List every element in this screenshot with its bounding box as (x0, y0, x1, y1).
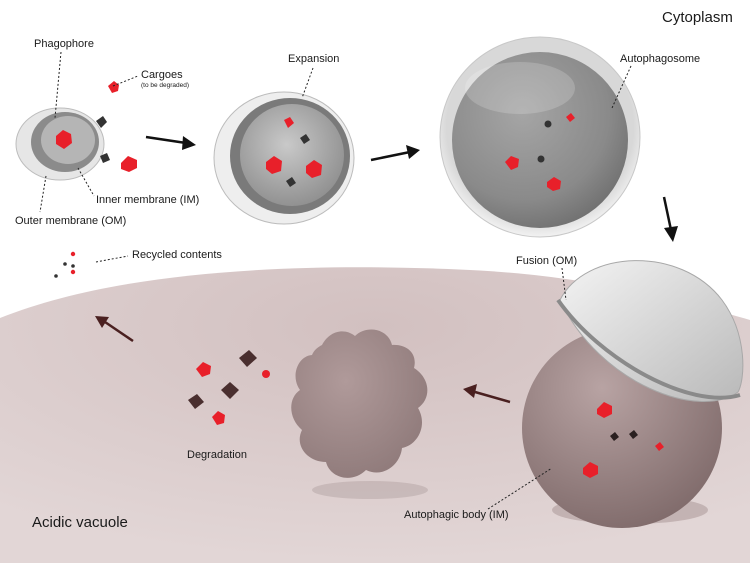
label-expansion: Expansion (288, 53, 340, 65)
degrading-body-shape (291, 329, 428, 499)
fusion-cap-shape (556, 260, 744, 402)
fragment-dark-1 (239, 350, 257, 367)
label-recycled: Recycled contents (132, 249, 222, 261)
arrow-to-fusion (662, 196, 678, 242)
arrow-to-recycling (95, 316, 134, 343)
leader-lines (39, 51, 632, 510)
region-label-cytoplasm: Cytoplasm (662, 9, 733, 26)
cargo-dark-1 (96, 116, 107, 128)
label-fusion: Fusion (OM) (516, 255, 578, 267)
arrow-to-degradation (463, 384, 511, 404)
cargo-red-2 (121, 156, 137, 172)
recycled-dark-1 (63, 262, 67, 266)
label-cargoes-note: (to be degraded) (141, 82, 190, 89)
region-label-vacuole: Acidic vacuole (32, 514, 128, 531)
autophagosome-shape (439, 36, 641, 238)
cargo-red-1 (108, 81, 119, 93)
label-outer-membrane: Outer membrane (OM) (15, 215, 127, 227)
label-degradation: Degradation (187, 449, 247, 461)
arrow-to-autophagosome (370, 145, 420, 162)
recycled-red-1 (70, 251, 76, 257)
expansion-cup (213, 91, 355, 225)
fragment-red-2 (262, 370, 270, 378)
phagophore-shape (15, 107, 105, 181)
recycled-dark-2 (71, 264, 75, 268)
label-inner-membrane: Inner membrane (IM) (96, 194, 200, 206)
label-cargoes: Cargoes (141, 69, 183, 81)
label-autophagosome: Autophagosome (620, 53, 701, 65)
recycled-dark-3 (54, 274, 58, 278)
fragment-dark-3 (188, 394, 204, 409)
arrow-to-expansion (145, 135, 196, 150)
fragment-dark-2 (221, 382, 239, 399)
fragment-red-3 (212, 411, 225, 425)
label-phagophore: Phagophore (34, 38, 94, 50)
fragment-red-1 (196, 362, 211, 377)
cargo-dark-2 (100, 153, 110, 163)
label-autophagic-body: Autophagic body (IM) (404, 509, 509, 521)
recycled-red-2 (70, 269, 76, 275)
